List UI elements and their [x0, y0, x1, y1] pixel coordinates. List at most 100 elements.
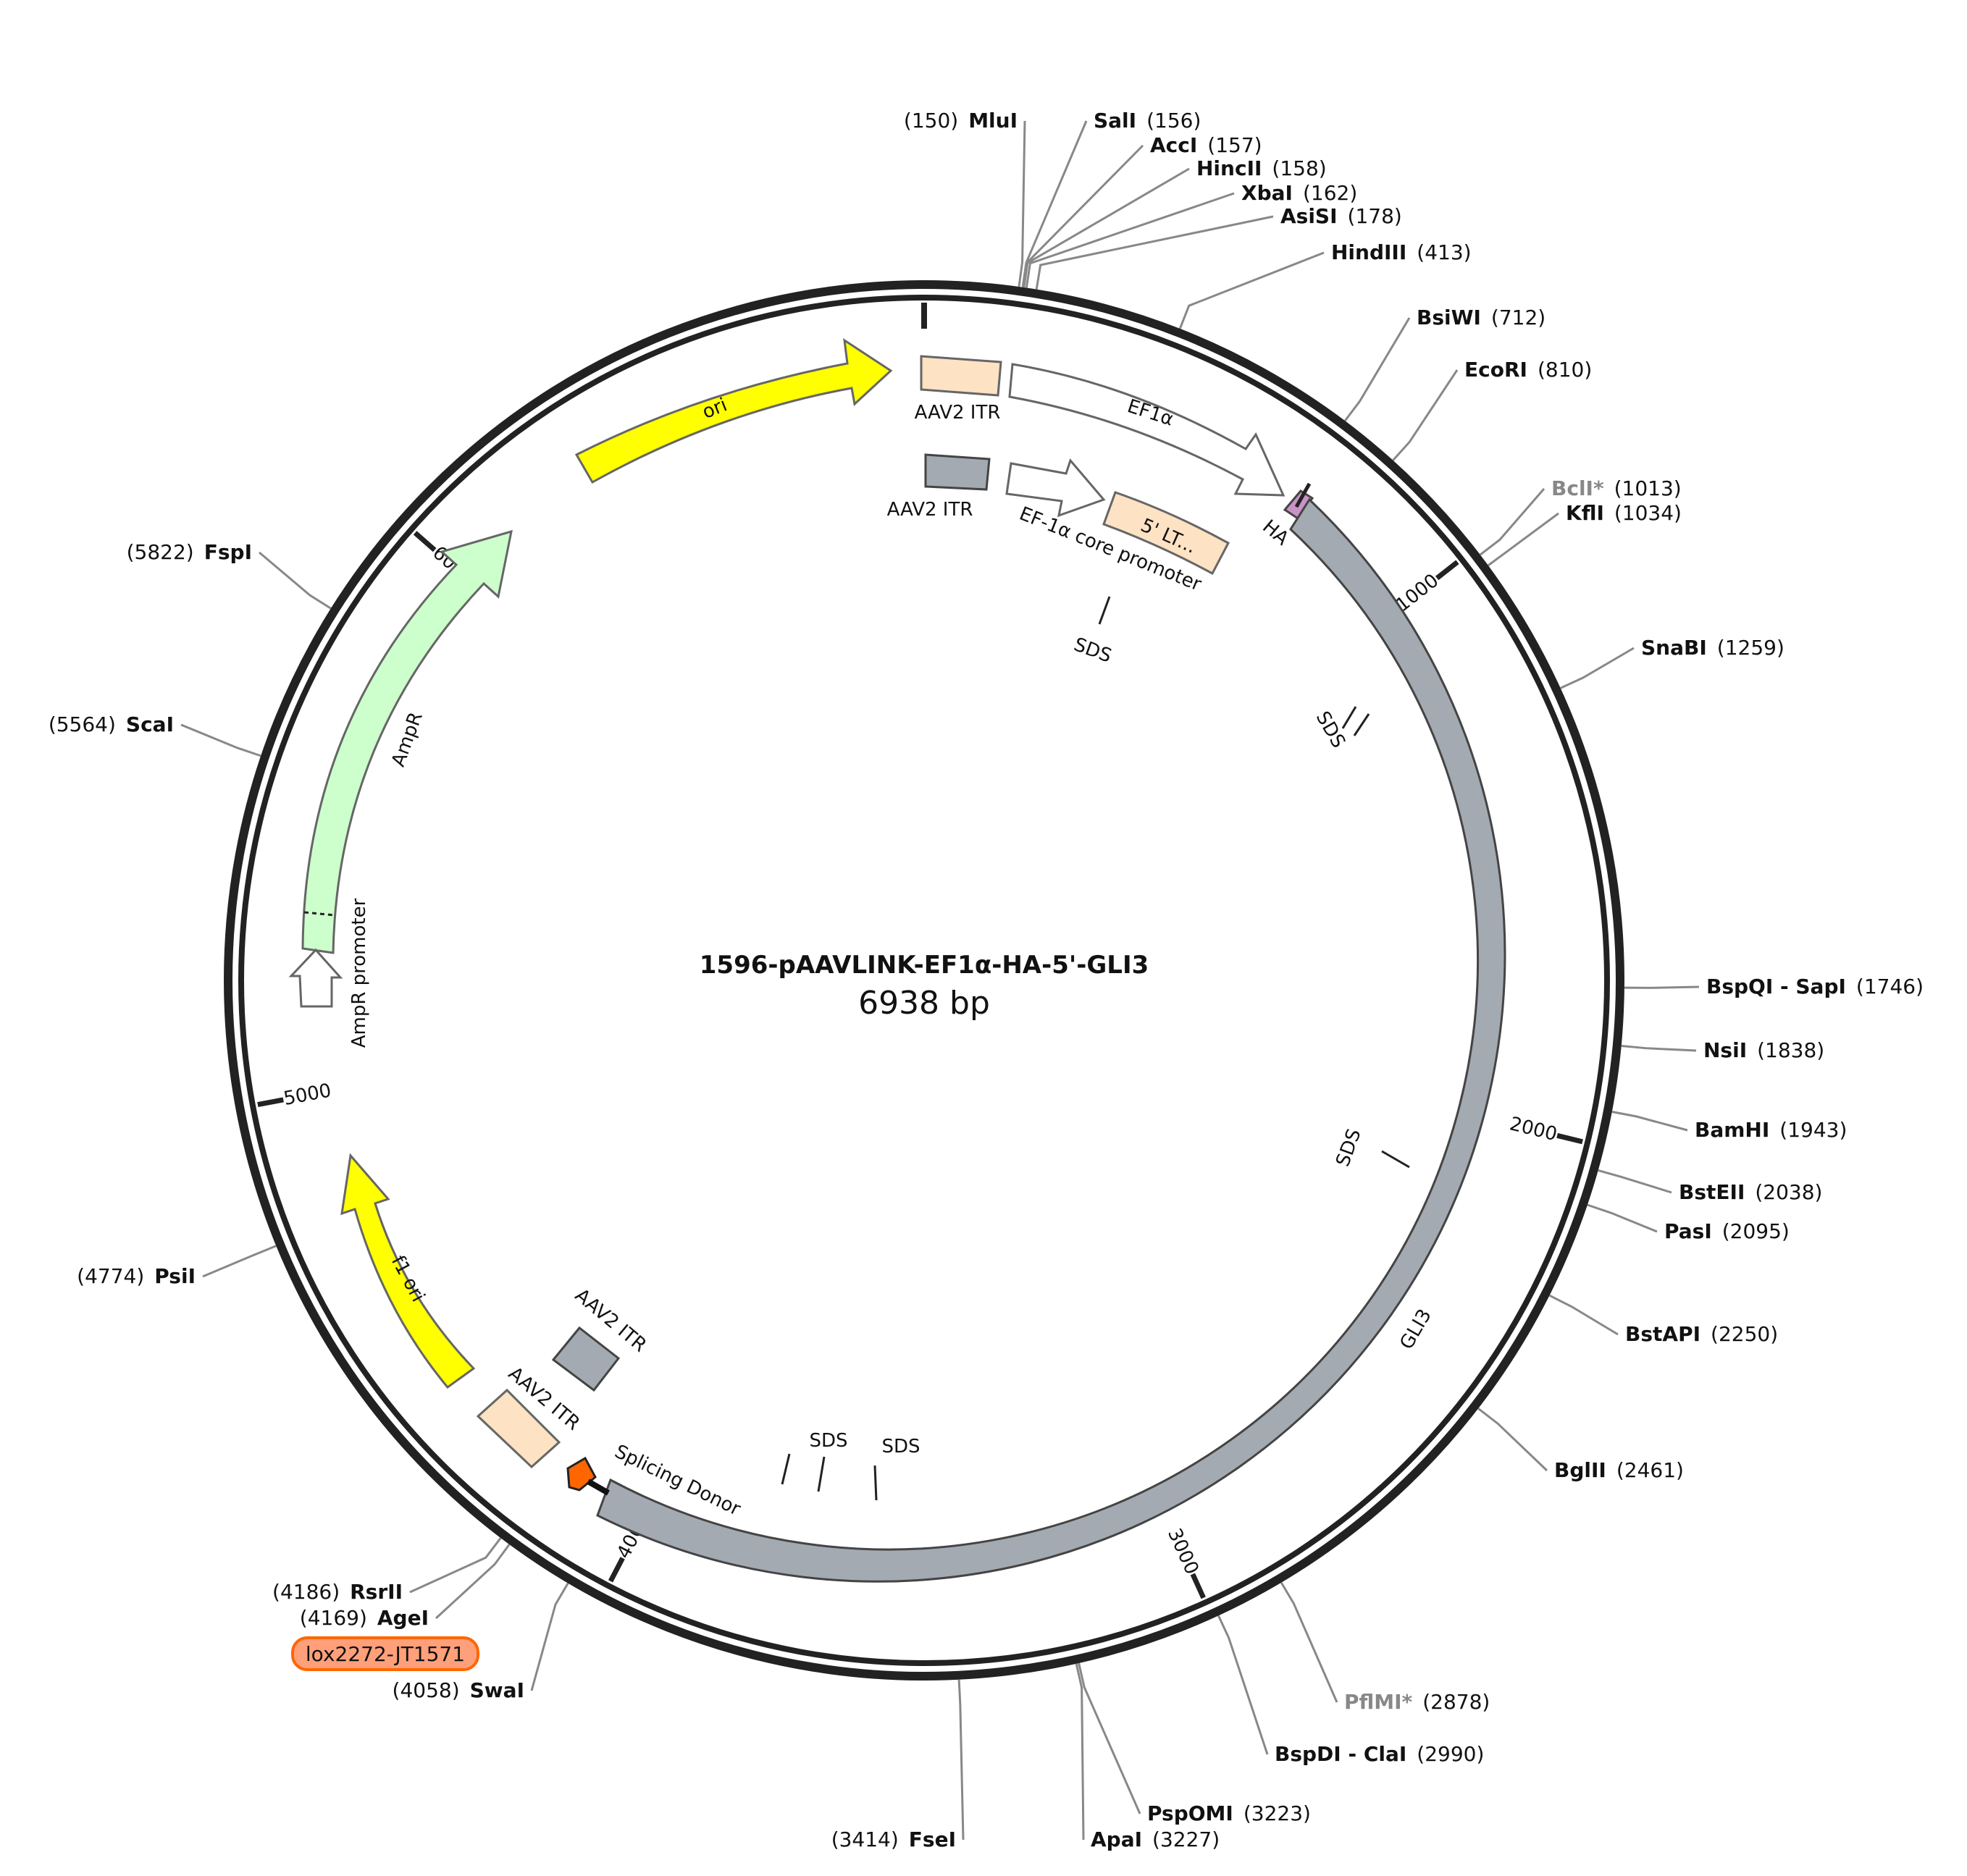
- site-leader-line: [1035, 215, 1274, 290]
- tick-mark: [413, 531, 437, 552]
- site-label-xbai[interactable]: XbaI(162): [1241, 181, 1357, 205]
- site-label-pflmi[interactable]: PflMI*(2878): [1344, 1690, 1490, 1714]
- feature-ampr[interactable]: [301, 529, 513, 954]
- feature-aav2-itr-bottom-peach[interactable]: [476, 1388, 561, 1469]
- feature-gli3-label: GLI3: [1396, 1305, 1435, 1353]
- tick-mark: [257, 1097, 284, 1107]
- site-leader-line: [1560, 647, 1635, 689]
- tick-label: 2000: [1508, 1113, 1559, 1145]
- site-label-sali[interactable]: SalI(156): [1094, 109, 1201, 133]
- primer-mark: [817, 1456, 826, 1492]
- site-leader-lines: [180, 120, 1700, 1841]
- tick-mark: [1556, 1132, 1583, 1145]
- site-label-bcli[interactable]: BclI*(1013): [1551, 476, 1682, 500]
- lox2272-callout-box[interactable]: [291, 1636, 479, 1671]
- feature-ori[interactable]: [574, 337, 893, 484]
- site-leader-line: [1548, 1294, 1619, 1336]
- site-leader-line: [1344, 317, 1411, 422]
- site-label-bspdi-clai[interactable]: BspDI - ClaI(2990): [1275, 1742, 1484, 1766]
- primer-mark: [781, 1453, 791, 1485]
- feature-ampr-promoter[interactable]: [288, 948, 343, 1008]
- feature-ampr-promoter-label: AmpR promoter: [348, 898, 370, 1048]
- feature-splicing-donor-bar: [587, 1478, 610, 1496]
- primer-label: SDS: [1312, 708, 1349, 752]
- tick-mark: [1435, 560, 1459, 581]
- plasmid-title: 1596-pAAVLINK-EF1α-HA-5'-GLI3: [700, 951, 1149, 980]
- site-label-mlui[interactable]: (150)MluI: [904, 109, 1018, 133]
- site-label-swai[interactable]: (4058)SwaI: [393, 1678, 524, 1702]
- primer-mark: [873, 1465, 878, 1501]
- site-label-bsteii[interactable]: BstEII(2038): [1679, 1180, 1822, 1204]
- feature-aav2-itr-top-peach[interactable]: [920, 355, 1002, 397]
- site-label-scai[interactable]: (5564)ScaI: [49, 712, 174, 736]
- site-leader-line: [1078, 1662, 1141, 1814]
- site-leader-line: [1479, 488, 1546, 556]
- site-label-rsrii[interactable]: (4186)RsrII: [272, 1580, 403, 1604]
- feature-5-lt[interactable]: [1102, 491, 1230, 576]
- site-leader-line: [1598, 1169, 1672, 1194]
- feature-f1-ori[interactable]: [340, 1153, 476, 1389]
- site-label-asisi[interactable]: AsiSI(178): [1280, 204, 1402, 228]
- site-label-psii[interactable]: (4774)PsiI: [77, 1264, 196, 1288]
- site-leader-line: [409, 1537, 502, 1594]
- backbone-inner-ring: [238, 295, 1610, 1666]
- site-labels: (150)MluI SalI(156) AccI(157) HincII(158…: [49, 109, 1924, 1851]
- feature-gli3[interactable]: [596, 497, 1506, 1583]
- primer-label: SDS: [809, 1430, 847, 1452]
- site-label-pspomi[interactable]: PspOMI(3223): [1147, 1801, 1311, 1825]
- site-label-bspqi-sapi[interactable]: BspQI - SapI(1746): [1706, 975, 1924, 998]
- primer-mark: [1381, 1150, 1410, 1169]
- site-label-hincii[interactable]: HincII(158): [1196, 156, 1327, 180]
- feature-ha-marker: [1294, 482, 1312, 508]
- site-label-ecori[interactable]: EcoRI(810): [1464, 358, 1592, 382]
- site-label-hindiii[interactable]: HindIII(413): [1331, 240, 1472, 264]
- feature-ampr-label: AmpR: [387, 710, 427, 770]
- site-label-fspi[interactable]: (5822)FspI: [127, 540, 252, 564]
- site-label-nsii[interactable]: NsiI(1838): [1703, 1038, 1824, 1062]
- site-leader-line: [957, 1679, 965, 1841]
- primer-label: SDS: [1332, 1126, 1365, 1169]
- site-label-fsei[interactable]: (3414)FseI: [831, 1827, 956, 1851]
- site-leader-line: [435, 1544, 511, 1620]
- site-label-agei[interactable]: (4169)AgeI: [300, 1606, 429, 1630]
- feature-aav2-itr-top-gray[interactable]: [924, 453, 991, 491]
- tick-label: 5000: [282, 1080, 333, 1110]
- site-label-bglii[interactable]: BglII(2461): [1554, 1458, 1684, 1482]
- feature-aav2-itr-top-peach-label: AAV2 ITR: [915, 402, 1001, 424]
- site-label-kfli[interactable]: KflI(1034): [1566, 501, 1682, 525]
- feature-ampr-dotted-boundary: [303, 911, 335, 917]
- feature-ef1a-core-promoter[interactable]: [1005, 458, 1106, 518]
- tick-label: 3000: [1163, 1526, 1203, 1578]
- tick-mark: [1190, 1573, 1206, 1599]
- site-label-snabi[interactable]: SnaBI(1259): [1641, 636, 1784, 660]
- primer-mark: [1353, 713, 1370, 736]
- feature-ef1a[interactable]: [1008, 363, 1286, 497]
- feature-aav2-itr-bottom-gray[interactable]: [551, 1326, 621, 1392]
- site-label-bsiwi[interactable]: BsiWI(712): [1417, 306, 1546, 329]
- site-leader-line: [1621, 1045, 1697, 1052]
- site-label-bstapi[interactable]: BstAPI(2250): [1625, 1322, 1778, 1346]
- site-leader-line: [1477, 1408, 1548, 1472]
- site-leader-line: [1023, 167, 1190, 288]
- site-leader-line: [1487, 512, 1559, 567]
- site-leader-line: [1018, 120, 1026, 287]
- site-leader-line: [530, 1582, 569, 1691]
- site-leader-line: [1611, 1111, 1688, 1132]
- site-label-acci[interactable]: AccI(157): [1150, 133, 1262, 157]
- site-leader-line: [1178, 251, 1325, 329]
- site-leader-line: [1280, 1582, 1338, 1703]
- tick-mark: [608, 1557, 625, 1583]
- plasmid-length: 6938 bp: [858, 985, 990, 1022]
- site-label-bamhi[interactable]: BamHI(1943): [1695, 1118, 1847, 1142]
- feature-ha-label: HA: [1258, 516, 1293, 550]
- site-leader-line: [259, 551, 332, 610]
- primer-label: SDS: [881, 1436, 920, 1458]
- site-label-apai[interactable]: ApaI(3227): [1091, 1827, 1220, 1851]
- site-label-pasi[interactable]: PasI(2095): [1664, 1219, 1790, 1243]
- primer-mark: [1098, 596, 1111, 625]
- site-leader-line: [1217, 1615, 1269, 1755]
- lox2272-callout-label: lox2272-JT1571: [306, 1642, 465, 1666]
- site-leader-line: [1025, 192, 1235, 288]
- site-leader-line: [1624, 985, 1700, 989]
